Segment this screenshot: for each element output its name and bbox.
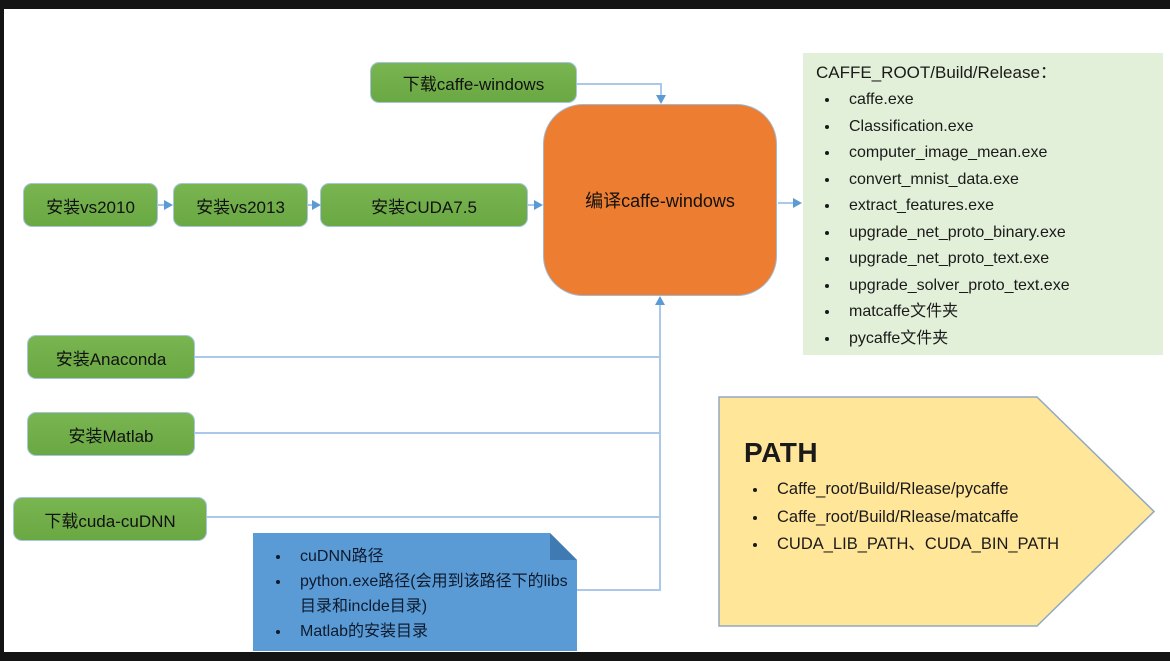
- list-item: pycaffe文件夹: [840, 326, 1157, 353]
- connector-download-elbow-h: [577, 83, 662, 85]
- frame-bottom-bar: [0, 652, 1170, 661]
- callout-folded-corner: [550, 533, 577, 560]
- node-compile-caffe-windows: 编译caffe-windows: [543, 104, 777, 296]
- connector-matlab-line: [195, 432, 661, 434]
- arrowhead-right-icon: [164, 200, 173, 210]
- node-install-vs2010: 安装vs2010: [23, 183, 158, 227]
- connector-compile-release: [778, 202, 795, 204]
- release-box-title: CAFFE_ROOT/Build/Release：: [816, 63, 1057, 82]
- path-env-pentagon: PATH Caffe_root/Build/Rlease/pycaffe Caf…: [718, 396, 1155, 627]
- path-title: PATH: [744, 437, 819, 468]
- list-item: computer_image_mean.exe: [840, 140, 1157, 167]
- connector-riser-vertical: [659, 304, 661, 591]
- config-path-list: cuDNN路径 python.exe路径(会用到该路径下的libs目录和incl…: [267, 544, 571, 644]
- node-install-vs2013: 安装vs2013: [173, 183, 308, 227]
- node-install-anaconda: 安装Anaconda: [27, 335, 195, 379]
- connector-vs2013-cuda: [308, 204, 314, 206]
- arrowhead-right-icon: [793, 198, 802, 208]
- connector-download-elbow-v: [660, 83, 662, 96]
- frame-left-bar: [0, 0, 4, 661]
- connector-callout-line: [577, 589, 661, 591]
- list-item: convert_mnist_data.exe: [840, 167, 1157, 194]
- release-file-list: caffe.exe Classification.exe computer_im…: [816, 87, 1157, 352]
- list-item: Caffe_root/Build/Rlease/matcaffe: [768, 504, 1074, 532]
- config-paths-callout: cuDNN路径 python.exe路径(会用到该路径下的libs目录和incl…: [253, 533, 577, 651]
- connector-cudnn-line: [207, 516, 661, 518]
- list-item: python.exe路径(会用到该路径下的libs目录和inclde目录): [291, 569, 571, 619]
- arrowhead-right-icon: [312, 200, 321, 210]
- list-item: upgrade_solver_proto_text.exe: [840, 273, 1157, 300]
- list-item: Caffe_root/Build/Rlease/pycaffe: [768, 476, 1074, 504]
- connector-anaconda-line: [195, 356, 661, 358]
- list-item: CUDA_LIB_PATH、CUDA_BIN_PATH: [768, 531, 1074, 559]
- arrowhead-down-icon: [656, 95, 666, 104]
- list-item: upgrade_net_proto_text.exe: [840, 246, 1157, 273]
- path-entry-list: Caffe_root/Build/Rlease/pycaffe Caffe_ro…: [744, 476, 1074, 559]
- list-item: extract_features.exe: [840, 193, 1157, 220]
- connector-cuda-compile: [528, 204, 536, 206]
- node-download-caffe-windows: 下载caffe-windows: [370, 62, 577, 103]
- frame-top-bar: [0, 0, 1170, 9]
- node-install-matlab: 安装Matlab: [27, 412, 195, 456]
- list-item: matcaffe文件夹: [840, 299, 1157, 326]
- arrowhead-up-icon: [655, 296, 665, 305]
- node-download-cuda-cudnn: 下载cuda-cuDNN: [13, 497, 207, 541]
- pentagon-arrow-shape: [718, 396, 1155, 627]
- node-install-cuda75: 安装CUDA7.5: [320, 183, 528, 227]
- path-env-text: PATH Caffe_root/Build/Rlease/pycaffe Caf…: [744, 436, 1074, 559]
- list-item: upgrade_net_proto_binary.exe: [840, 220, 1157, 247]
- list-item: cuDNN路径: [291, 544, 571, 569]
- release-output-box: CAFFE_ROOT/Build/Release： caffe.exe Clas…: [803, 53, 1163, 355]
- list-item: Classification.exe: [840, 114, 1157, 141]
- connector-vs2010-vs2013: [157, 204, 166, 206]
- arrowhead-right-icon: [534, 200, 543, 210]
- list-item: caffe.exe: [840, 87, 1157, 114]
- list-item: Matlab的安装目录: [291, 619, 571, 644]
